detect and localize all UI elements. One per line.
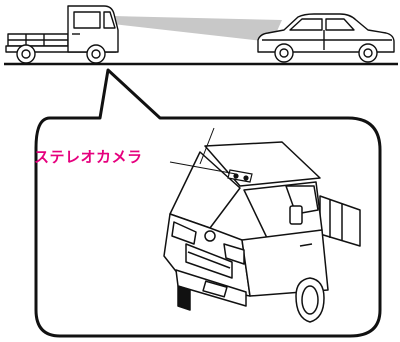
stereo-camera-label: ステレオカメラ [34,148,143,166]
sedan-side-icon [257,13,395,63]
camera-pointer-line [199,127,215,165]
detection-beam [113,16,282,42]
camera-leader-line [169,161,237,175]
mini-truck-front-three-quarter-icon [163,141,361,323]
stereo-camera-icon [227,169,253,183]
mini-truck-side-icon [5,5,119,64]
